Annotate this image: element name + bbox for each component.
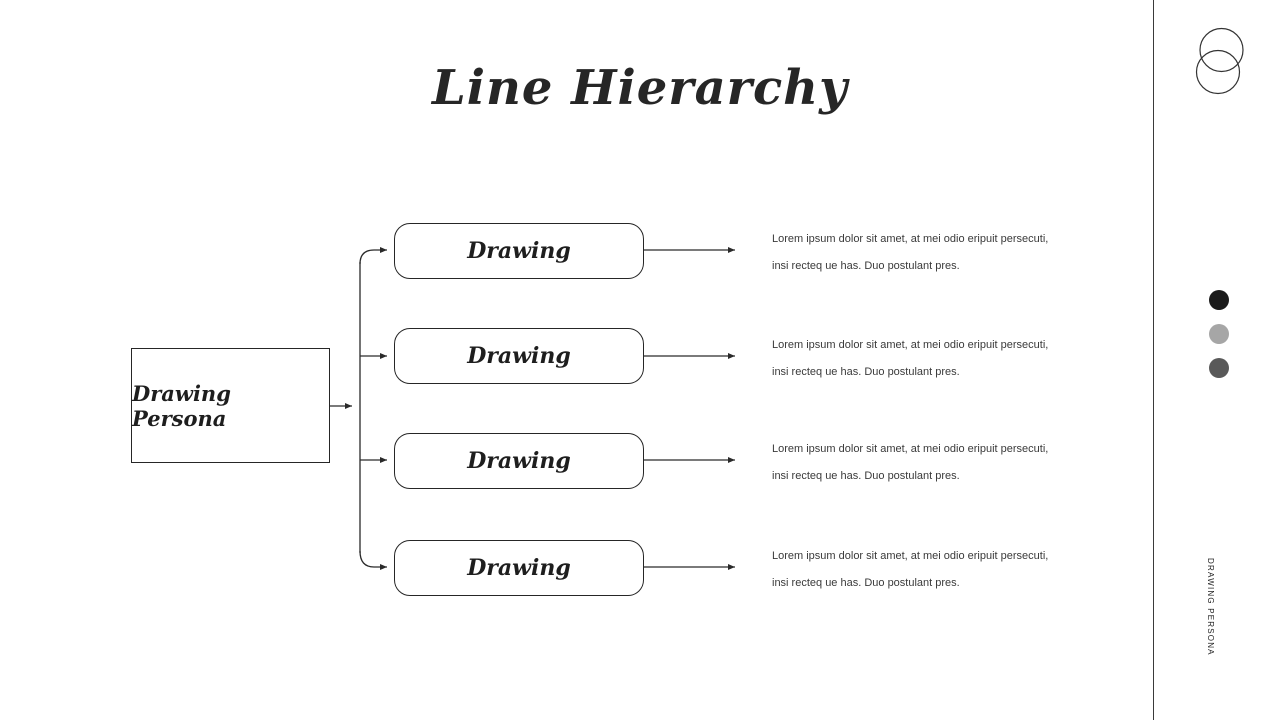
root-node-box: Drawing Persona (131, 348, 330, 463)
description-line: Lorem ipsum dolor sit amet, at mei odio … (772, 550, 1049, 562)
accent-dot-light-gray (1209, 324, 1229, 344)
description-line: Lorem ipsum dolor sit amet, at mei odio … (772, 233, 1049, 245)
two-overlapping-circles-icon (1195, 27, 1244, 95)
description-block-3: Lorem ipsum dolor sit amet, at mei odio … (772, 436, 1052, 490)
connector-branch-4 (359, 550, 387, 570)
sidebar-vertical-label: DRAWING PERSONA (1206, 558, 1215, 656)
description-line: Lorem ipsum dolor sit amet, at mei odio … (772, 339, 1049, 351)
description-line: insi recteq ue has. Duo postulant pres. (772, 577, 960, 589)
drawing-node-label: Drawing (467, 555, 571, 581)
description-block-1: Lorem ipsum dolor sit amet, at mei odio … (772, 226, 1052, 280)
drawing-node-1: Drawing (394, 223, 644, 279)
description-line: insi recteq ue has. Duo postulant pres. (772, 260, 960, 272)
description-block-2: Lorem ipsum dolor sit amet, at mei odio … (772, 332, 1052, 386)
description-line: Lorem ipsum dolor sit amet, at mei odio … (772, 443, 1049, 455)
drawing-node-label: Drawing (467, 343, 571, 369)
sidebar-divider (1153, 0, 1154, 720)
slide-title: Line Hierarchy (432, 60, 848, 116)
description-line: insi recteq ue has. Duo postulant pres. (772, 470, 960, 482)
accent-dot-black (1209, 290, 1229, 310)
drawing-node-label: Drawing (467, 448, 571, 474)
description-line: insi recteq ue has. Duo postulant pres. (772, 366, 960, 378)
connector-branch-1 (359, 247, 387, 265)
accent-dot-dark-gray (1209, 358, 1229, 378)
root-node-label: Drawing Persona (132, 380, 231, 431)
drawing-node-2: Drawing (394, 328, 644, 384)
drawing-node-label: Drawing (467, 238, 571, 264)
drawing-node-4: Drawing (394, 540, 644, 596)
drawing-node-3: Drawing (394, 433, 644, 489)
description-block-4: Lorem ipsum dolor sit amet, at mei odio … (772, 543, 1052, 597)
